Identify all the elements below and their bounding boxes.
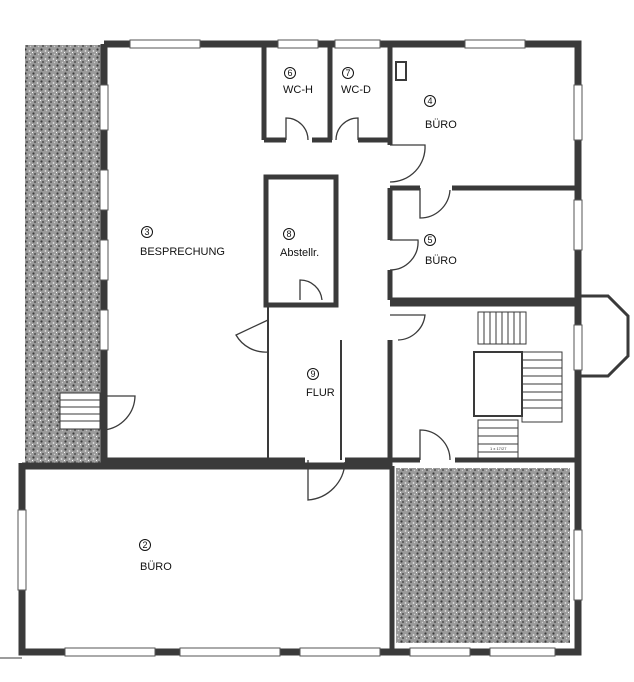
- staircase-main: [473, 311, 563, 459]
- room-2-name: BÜRO: [140, 561, 172, 573]
- room-6-number: 6: [287, 68, 292, 78]
- room-7-name: WC-D: [341, 84, 371, 96]
- room-5-name: BÜRO: [425, 255, 457, 267]
- shaft-detail: [395, 61, 407, 81]
- room-9-number: 9: [310, 369, 315, 379]
- room-2-number: 2: [142, 540, 147, 550]
- room-8-name: Abstellr.: [280, 247, 319, 259]
- storage-room: [263, 174, 342, 460]
- windows: [17, 39, 583, 657]
- room-6-name: WC-H: [283, 84, 313, 96]
- room-5-label: 5 BÜRO: [424, 234, 457, 267]
- room-4-number: 4: [427, 96, 432, 106]
- room-2-label: 2 BÜRO: [139, 539, 172, 573]
- room-4-name: BÜRO: [425, 119, 457, 131]
- gravel-area-bottom-right: [396, 468, 570, 643]
- room-3-label: 3 BESPRECHUNG: [140, 226, 225, 258]
- room-4-label: 4 BÜRO: [424, 95, 457, 131]
- room-3-name: BESPRECHUNG: [140, 246, 225, 258]
- room-7-number: 7: [345, 68, 350, 78]
- room-5-number: 5: [427, 235, 432, 245]
- door-swings: [100, 117, 451, 501]
- room-3-number: 3: [144, 227, 149, 237]
- room-8-label: 8 Abstellr.: [280, 228, 319, 259]
- bay-window: [578, 294, 630, 378]
- room-6-label: 6 WC-H: [283, 67, 313, 96]
- room-7-label: 7 WC-D: [341, 67, 371, 96]
- interior-walls: [104, 47, 575, 650]
- room-9-label: 9 FLUR: [306, 368, 335, 399]
- stair-note: 1 x 17/27: [490, 446, 507, 451]
- room-9-name: FLUR: [306, 387, 335, 399]
- room-8-number: 8: [286, 229, 291, 239]
- staircase-entrance: [59, 392, 101, 430]
